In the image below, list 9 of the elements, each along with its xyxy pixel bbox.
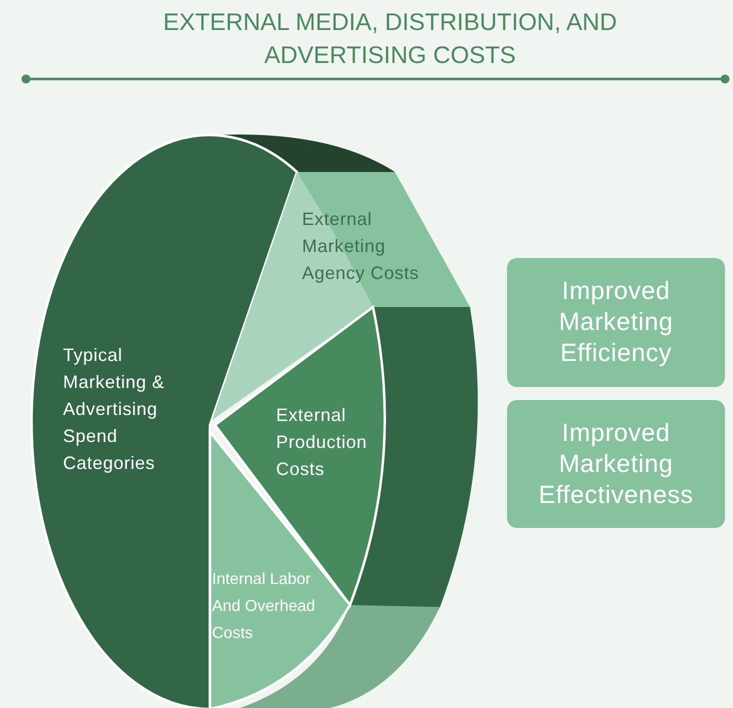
box-label: Improved Marketing Efficiency xyxy=(558,276,674,369)
slice-label: External Marketing Agency Costs xyxy=(302,208,420,285)
outcome-box xyxy=(507,400,725,528)
slice-label: External Production Costs xyxy=(276,404,368,481)
title: EXTERNAL MEDIA, DISTRIBUTION, AND ADVERTISING COSTS xyxy=(162,8,618,71)
slice-label: Typical Marketing & Advertising Spend Categories xyxy=(63,344,166,475)
box-label: Improved Marketing Effectiveness xyxy=(538,418,694,510)
slice-label: Internal Labor And Overhead Costs xyxy=(212,570,316,644)
outcome-box xyxy=(507,258,725,387)
